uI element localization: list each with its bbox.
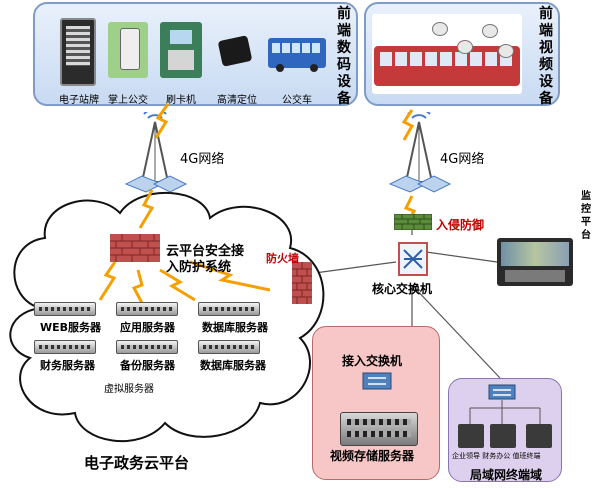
- 4g-network-label-right: 4G网络: [440, 152, 485, 167]
- device-label-gps: 高清定位: [217, 95, 257, 106]
- cloud-access-label-line1: 云平台安全接: [166, 244, 245, 259]
- terminal-pc-1-icon: [458, 424, 484, 448]
- 4g-tower-left-icon: [124, 112, 188, 193]
- db-server-2-icon: [198, 340, 260, 354]
- monitoring-wall-image: [497, 238, 573, 286]
- bus-stop-sign-image: [60, 18, 96, 86]
- access-domain-panel: [312, 326, 440, 480]
- title-char: 前: [337, 6, 351, 22]
- db-server-label: 数据库服务器: [202, 321, 268, 334]
- cloud-access-label-line2: 入防护系统: [166, 260, 232, 275]
- intrusion-prevention-icon: [394, 214, 432, 230]
- backup-server-icon: [116, 340, 178, 354]
- device-label-bus: 公交车: [282, 95, 312, 106]
- intrusion-prevention-label: 入侵防御: [436, 218, 485, 232]
- title-char: 设: [337, 74, 351, 90]
- video-storage-server-label: 视频存储服务器: [330, 449, 415, 463]
- core-switch-label: 核心交换机: [372, 282, 433, 296]
- title-char: 设: [539, 74, 553, 90]
- lan-switch-icon: [488, 384, 516, 400]
- video-storage-server-image: [340, 412, 418, 446]
- app-server-label: 应用服务器: [120, 321, 175, 334]
- core-switch-icon: [398, 242, 428, 276]
- title-char: 平: [581, 217, 591, 228]
- access-switch-icon: [362, 372, 392, 390]
- title-char: 台: [581, 230, 591, 241]
- mobile-bus-app-image: [108, 22, 148, 78]
- finance-server-label: 财务服务器: [40, 359, 95, 372]
- web-server-label: WEB服务器: [40, 321, 102, 334]
- title-char: 码: [337, 57, 351, 73]
- 4g-network-label-left: 4G网络: [180, 152, 225, 167]
- title-char: 备: [337, 91, 351, 107]
- web-server-icon: [34, 302, 96, 316]
- video-bus-diagram-image: [372, 14, 522, 94]
- lan-domain-title: 局域网终端域: [470, 468, 543, 482]
- terminal-pc-3-icon: [526, 424, 552, 448]
- app-server-icon: [116, 302, 178, 316]
- backup-server-label: 备份服务器: [120, 359, 175, 372]
- title-char: 前: [539, 6, 553, 22]
- title-char: 控: [581, 204, 591, 215]
- virtual-server-label: 虚拟服务器: [104, 384, 154, 395]
- db-server-2-label: 数据库服务器: [200, 359, 266, 372]
- terminal-pc-2-icon: [490, 424, 516, 448]
- db-server-icon: [198, 302, 260, 316]
- device-label-stop-sign: 电子站牌: [59, 95, 99, 106]
- device-label-mobile: 掌上公交: [108, 95, 148, 106]
- title-char: 数: [337, 40, 351, 56]
- cloud-shape: [9, 192, 325, 443]
- cloud-platform-title: 电子政务云平台: [84, 454, 190, 472]
- bus-image: [268, 38, 326, 72]
- title-char: 频: [539, 57, 553, 73]
- finance-server-icon: [34, 340, 96, 354]
- firewall-icon: [292, 262, 312, 304]
- lan-terminals-label: 企业领导 财务办公 值班终端: [452, 452, 541, 460]
- access-switch-label: 接入交换机: [342, 354, 403, 368]
- title-char: 视: [539, 40, 553, 56]
- 4g-tower-right-icon: [388, 112, 452, 193]
- lan-links: [469, 400, 541, 426]
- title-char: 端: [539, 23, 553, 39]
- firewall-label: 防火墙: [266, 252, 299, 265]
- cloud-access-firewall-icon: [110, 234, 160, 262]
- title-char: 监: [581, 191, 591, 202]
- title-char: 备: [539, 91, 553, 107]
- card-reader-image: [160, 22, 202, 78]
- device-label-card-reader: 刷卡机: [166, 95, 196, 106]
- title-char: 端: [337, 23, 351, 39]
